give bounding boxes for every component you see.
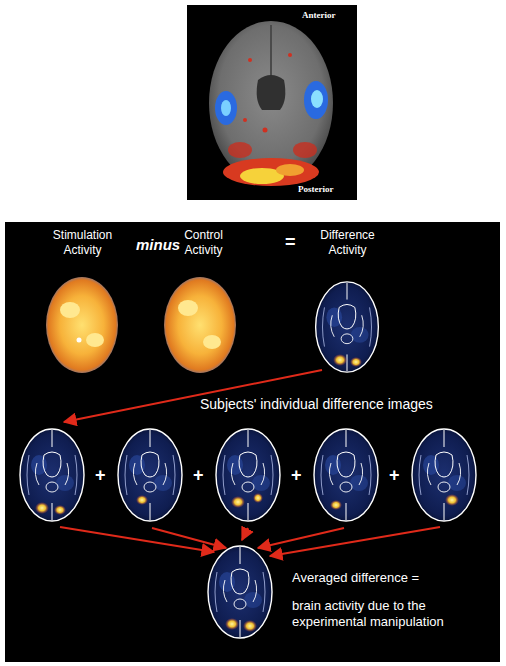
red-arrows bbox=[60, 370, 440, 556]
subject-brains bbox=[20, 429, 476, 521]
orientation-label: Anterior bbox=[302, 10, 336, 21]
image-caption: Difference Activity bbox=[310, 228, 385, 258]
mri-brain bbox=[209, 21, 333, 185]
operator-word: minus bbox=[136, 236, 180, 255]
result-caption: brain activity due to the experimental m… bbox=[292, 598, 492, 631]
operator-symbol: + bbox=[389, 464, 400, 487]
section-heading: Subjects' individual difference images bbox=[200, 396, 433, 414]
operator-symbol: + bbox=[193, 464, 204, 487]
activation-posterior bbox=[223, 158, 319, 186]
result-caption: Averaged difference = bbox=[292, 570, 419, 586]
image-caption: Control Activity bbox=[166, 228, 241, 258]
pet-stimulation bbox=[46, 277, 118, 373]
operator-symbol: + bbox=[95, 464, 106, 487]
pet-control bbox=[164, 277, 236, 373]
averaged-brain bbox=[208, 546, 272, 638]
mri-background bbox=[187, 5, 357, 200]
image-caption: Stimulation Activity bbox=[45, 228, 120, 258]
orientation-label: Posterior bbox=[298, 184, 333, 195]
panel-background bbox=[5, 222, 500, 662]
activation-left bbox=[215, 91, 237, 125]
operator-symbol: = bbox=[285, 231, 296, 254]
difference-brain bbox=[316, 282, 379, 372]
operator-symbol: + bbox=[291, 464, 302, 487]
activation-right bbox=[304, 81, 328, 119]
mri-image bbox=[187, 5, 357, 200]
